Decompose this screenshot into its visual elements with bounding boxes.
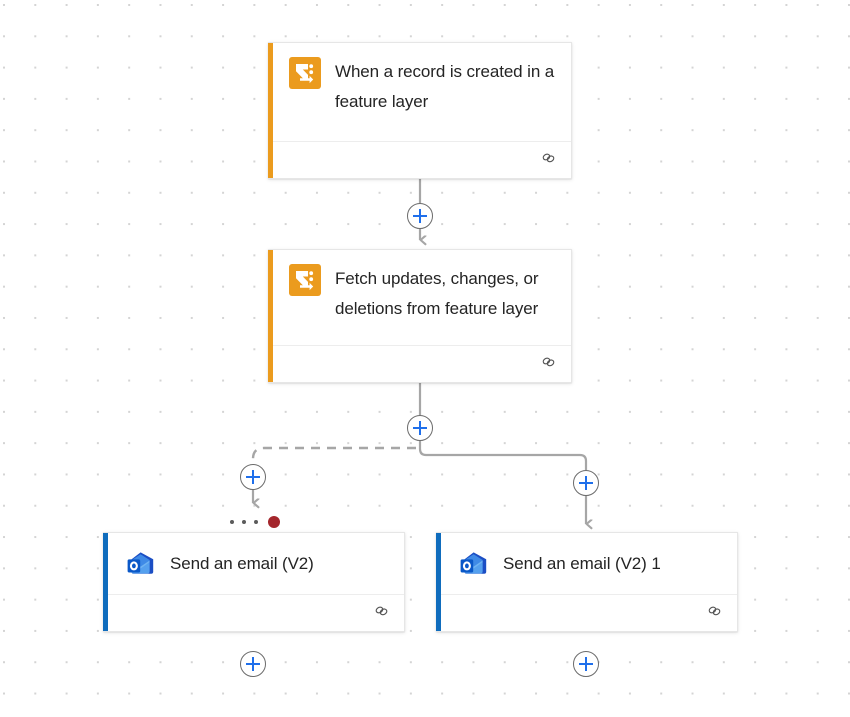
node-title: Send an email (V2) 1 xyxy=(503,553,661,573)
flow-node-send-an-email-v2-1[interactable]: Send an email (V2) 1 xyxy=(436,532,738,632)
append-step-button-left-branch[interactable] xyxy=(240,651,266,677)
link-icon[interactable] xyxy=(373,602,390,624)
append-step-button-right-branch[interactable] xyxy=(573,651,599,677)
node-footer xyxy=(436,594,737,631)
arcgis-feature-layer-icon xyxy=(289,57,321,89)
status-mini-dot xyxy=(254,520,258,524)
flow-node-send-an-email-v2[interactable]: Send an email (V2) xyxy=(103,532,405,632)
arcgis-feature-layer-icon xyxy=(289,264,321,296)
edge-branch-to-left-dashed xyxy=(251,446,416,464)
status-dot-red xyxy=(268,516,280,528)
status-mini-dot xyxy=(230,520,234,524)
insert-step-button-right-branch[interactable] xyxy=(573,470,599,496)
node-footer xyxy=(268,345,571,382)
node-footer xyxy=(103,594,404,631)
node-title: When a record is created in a feature la… xyxy=(335,62,555,111)
link-icon[interactable] xyxy=(706,602,723,624)
node-accent-bar xyxy=(268,43,273,178)
outlook-icon xyxy=(457,548,489,580)
insert-step-button-after-trigger[interactable] xyxy=(407,203,433,229)
left-branch-status-dots xyxy=(230,516,280,528)
flow-node-fetch-updates[interactable]: Fetch updates, changes, or deletions fro… xyxy=(268,249,572,383)
node-title: Fetch updates, changes, or deletions fro… xyxy=(335,269,539,318)
node-footer xyxy=(268,141,571,178)
link-icon[interactable] xyxy=(540,149,557,171)
node-accent-bar xyxy=(268,250,273,382)
node-title: Send an email (V2) xyxy=(170,553,314,573)
outlook-icon xyxy=(124,548,156,580)
node-accent-bar xyxy=(103,533,108,631)
insert-step-button-after-fetch[interactable] xyxy=(407,415,433,441)
flow-node-when-a-record-is-created[interactable]: When a record is created in a feature la… xyxy=(268,42,572,179)
insert-step-button-left-branch[interactable] xyxy=(240,464,266,490)
link-icon[interactable] xyxy=(540,353,557,375)
edge-branch-to-right xyxy=(418,441,588,470)
status-mini-dot xyxy=(242,520,246,524)
node-accent-bar xyxy=(436,533,441,631)
